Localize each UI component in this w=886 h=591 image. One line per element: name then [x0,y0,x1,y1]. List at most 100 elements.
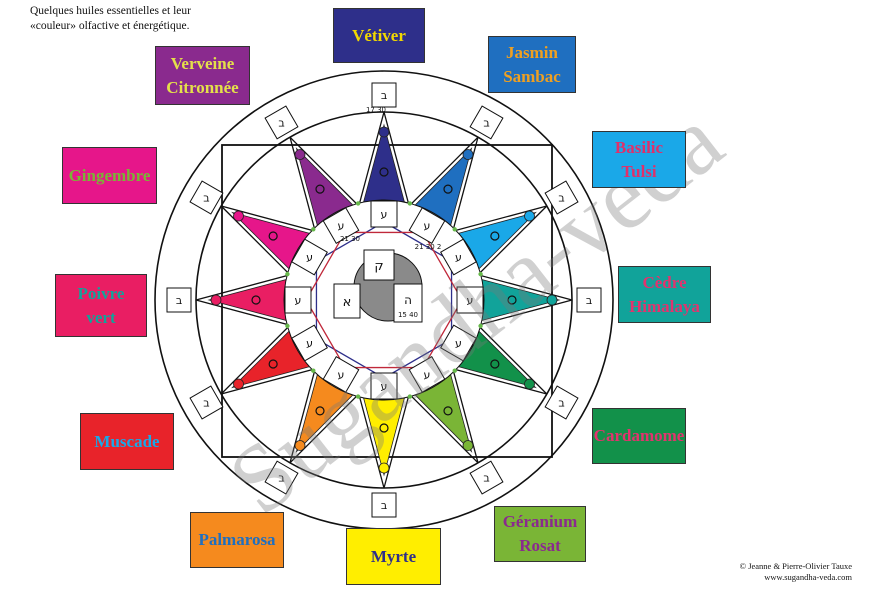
inner-tablet [291,238,328,276]
oil-box-verveine: Verveine Citronnée [155,46,250,105]
inner-tablet [322,356,360,393]
green-dot [407,201,413,206]
outer-tablet-glyph: ב [176,294,182,307]
outer-tablet-glyph: ב [558,397,564,410]
outer-tablet-jasmin [469,105,504,140]
caption-line-2: «couleur» olfactive et énergétique. [30,20,190,32]
inner-tablet [440,324,477,362]
outer-tablet-geranium [469,460,504,495]
inner-tablet [370,372,398,400]
planet-symbol [315,184,325,194]
outer-tablet-palmarosa [264,460,299,495]
inner-tablet [456,286,484,314]
inner-tablet-glyph: ע [306,337,313,350]
outer-tablet-glyph: ב [203,192,209,205]
oil-box-vetiver: Vétiver [333,8,425,63]
svg-text:א: א [343,295,352,310]
oil-box-muscade: Muscade [80,413,174,470]
ray-bead-cardamome [524,378,535,390]
inner-tablet-glyph: ע [338,368,345,381]
inner-tablet [291,324,328,362]
outer-tablet-gingembre [189,180,224,215]
outer-tablet-glyph: ב [381,499,387,512]
inner-tablet [408,356,446,393]
ray-bead-jasmin [462,149,474,160]
outer-tablet-glyph: ב [203,397,209,410]
planet-symbol [379,167,389,177]
inner-tablet-glyph: ע [381,380,388,393]
oil-box-myrte: Myrte [346,528,441,585]
outer-tablet-glyph: ב [381,89,387,102]
ray-bead-poivre [210,294,222,306]
green-dot [452,368,457,373]
credit-line-1: © Jeanne & Pierre-Olivier Tauxe [739,561,852,571]
planet-symbol [507,295,517,305]
caption-line-1: Quelques huiles essentielles et leur [30,5,191,17]
ray-bead-myrte [378,462,390,474]
core-tablet-left: א [333,283,361,319]
outer-tablet-glyph: ב [483,116,489,129]
oil-box-cedre: Cèdre Himalaya [618,266,711,323]
green-dot [355,201,361,206]
outer-tablet-verveine [264,105,299,140]
green-dot [285,323,290,329]
green-dot [355,394,361,399]
planet-symbol [443,184,453,194]
inner-tablet-glyph: ע [455,337,462,350]
ray-bead-basilic [524,210,535,222]
outer-tablet-vetiver [371,82,397,108]
ray-bead-palmarosa [294,440,306,451]
inner-tablet-glyph: ע [455,251,462,264]
outer-tablet-glyph: ב [586,294,592,307]
planet-symbol [268,231,278,241]
planet-symbol [379,423,389,433]
core-tablet-right: ה 15 40 [393,283,423,323]
green-dot [452,227,457,232]
planet-symbol [268,359,278,369]
inner-tablet [440,238,477,276]
green-dot [311,368,316,373]
green-dot [478,271,483,277]
caption: Quelques huiles essentielles et leur «co… [30,4,260,34]
inner-tablet-glyph: ע [306,251,313,264]
oil-box-geranium: Géranium Rosat [494,506,586,562]
outer-tablet-basilic [544,180,579,215]
green-dot [478,323,483,329]
oil-box-basilic: Basilic Tulsi [592,131,686,188]
outer-tablet-cedre [576,287,602,313]
top-right-number: 21 30 2 [415,243,442,251]
ray-bead-verveine [294,149,306,160]
inner-tablet-glyph: ע [381,208,388,221]
svg-text:ק: ק [374,259,383,274]
planet-symbol [315,406,325,416]
ray-bead-vetiver [378,126,390,138]
outer-tablet-glyph: ב [278,472,284,485]
credit: © Jeanne & Pierre-Olivier Tauxe www.suga… [740,561,852,583]
outer-tablet-glyph: ב [483,472,489,485]
green-dot [285,271,290,277]
core-tablet: ק [363,249,395,281]
planet-symbol [490,231,500,241]
inner-tablet-glyph: ע [295,294,302,307]
outer-tablet-myrte [371,492,397,518]
inner-tablet [284,286,312,314]
green-dot [311,227,316,232]
inner-tablet-glyph: ע [424,220,431,233]
inner-tablet-glyph: ע [338,220,345,233]
oil-box-poivre: Poivre vert [55,274,147,337]
inner-tablet [408,207,446,244]
core-number: 15 40 [398,311,418,319]
planet-symbol [443,406,453,416]
oil-box-palmarosa: Palmarosa [190,512,284,568]
top-left-number: 21 30 [340,235,360,243]
green-dot [407,394,413,399]
inner-tablet [370,200,398,228]
oil-box-jasmin: Jasmin Sambac [488,36,576,93]
ray-bead-cedre [546,294,558,306]
ray-bead-muscade [233,378,244,390]
credit-line-2: www.sugandha-veda.com [764,572,852,582]
outer-tablet-cardamome [544,385,579,420]
outer-tablet-muscade [189,385,224,420]
